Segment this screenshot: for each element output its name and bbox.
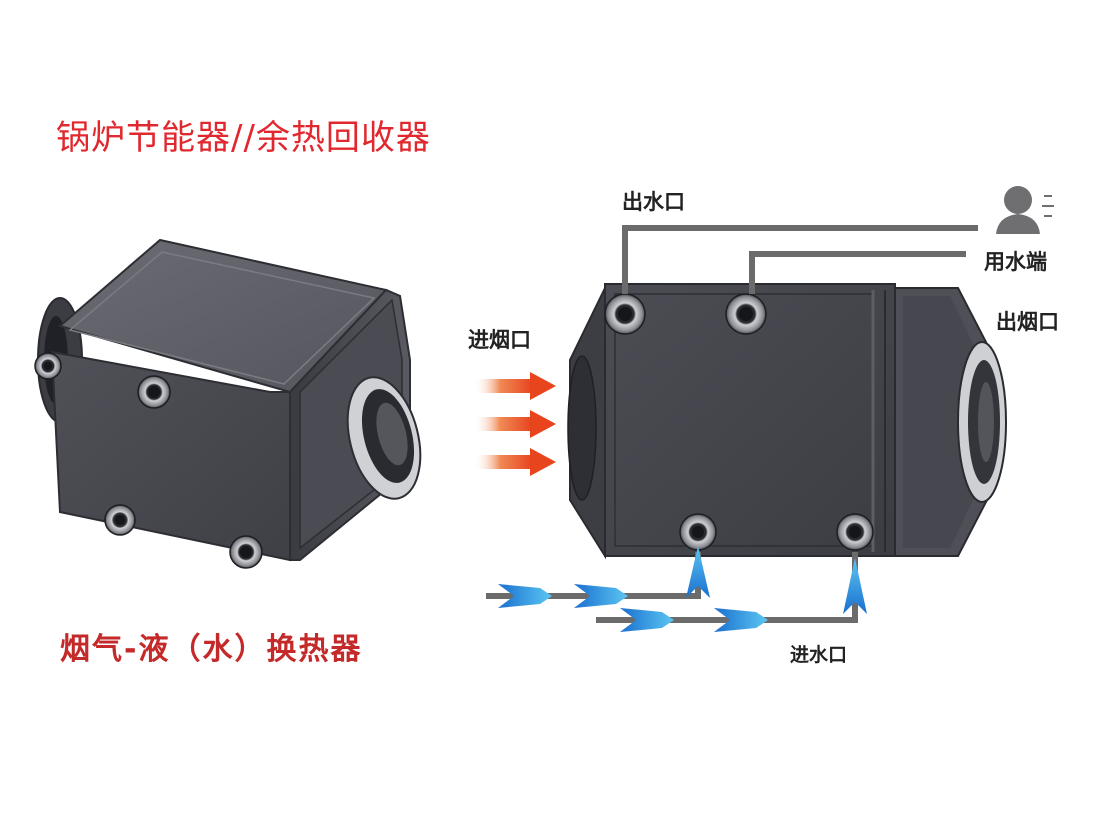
water-up-arrow-icon: [843, 558, 867, 614]
water-outlet-label: 出水口: [622, 190, 685, 214]
page-title: 锅炉节能器//余热回收器: [56, 118, 431, 158]
pipe-flange-icon: [137, 375, 171, 409]
water-outlet-pipes: [622, 225, 978, 294]
pipe-flange-icon: [229, 535, 263, 569]
pipe-flange-icon: [725, 293, 767, 335]
water-arrow-icon: [574, 584, 628, 608]
water-inlet-pipes: [486, 552, 858, 623]
water-inlet-arrows: [498, 546, 867, 632]
smoke-inlet-label: 进烟口: [468, 328, 531, 352]
user-silhouette-icon: [996, 186, 1054, 234]
pipe-flange-icon: [604, 293, 646, 335]
smoke-arrow-icon: [474, 372, 556, 400]
product-subtitle: 烟气-液（水）换热器: [60, 632, 363, 667]
water-arrow-icon: [714, 608, 768, 632]
smoke-inlet-arrows: [474, 372, 556, 476]
pipe-flange-icon: [34, 352, 62, 380]
pipe-flange-icon: [104, 504, 136, 536]
smoke-arrow-icon: [474, 410, 556, 438]
pipe-flange-icon: [679, 513, 717, 551]
right-heat-exchanger: [567, 283, 1007, 560]
user-end-label: 用水端: [984, 250, 1047, 274]
smoke-outlet-label: 出烟口: [996, 310, 1059, 334]
water-arrow-icon: [620, 608, 674, 632]
water-arrow-icon: [498, 584, 552, 608]
left-heat-exchanger: [34, 238, 422, 569]
pipe-flange-icon: [836, 513, 874, 551]
smoke-arrow-icon: [474, 448, 556, 476]
water-inlet-label: 进水口: [790, 644, 848, 666]
water-up-arrow-icon: [686, 546, 710, 598]
